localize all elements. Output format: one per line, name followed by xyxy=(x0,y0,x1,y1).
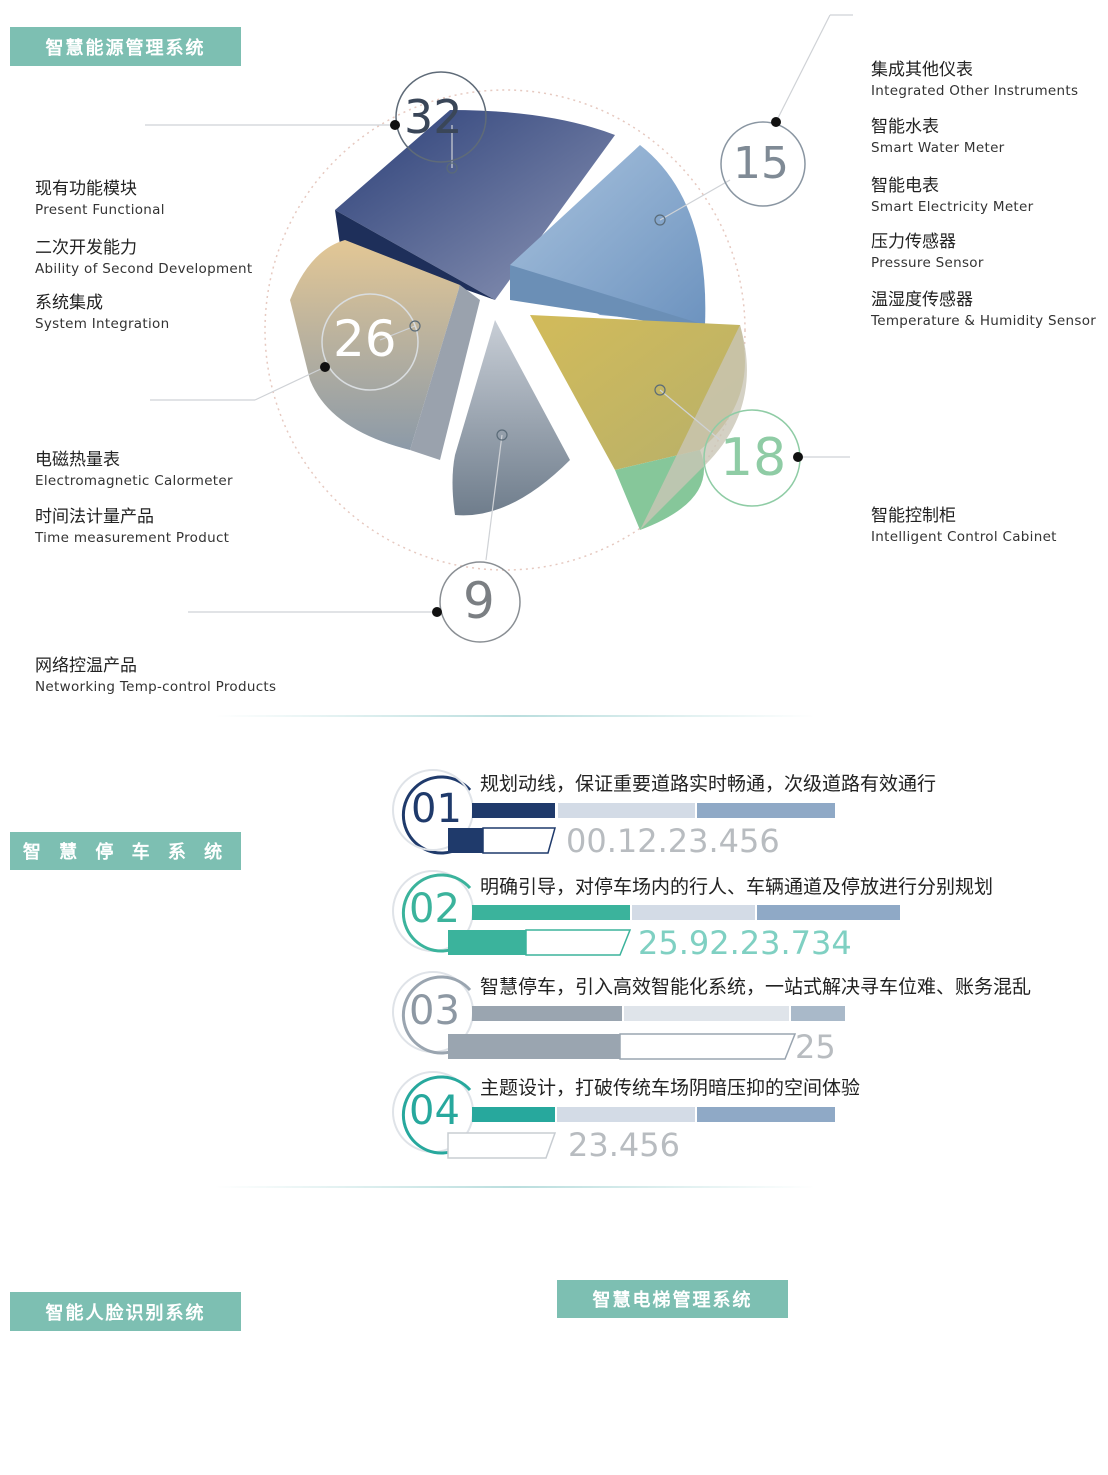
label-zh: 智能控制柜 xyxy=(871,506,956,526)
parking-row-value: 23.456 xyxy=(568,1126,680,1164)
parking-row-number: 02 xyxy=(409,886,460,932)
label-zh: 集成其他仪表 xyxy=(871,60,973,80)
section-tag-face: 智能人脸识别系统 xyxy=(10,1292,241,1331)
pie-number-18: 18 xyxy=(720,428,787,488)
label-pressure-sensor: 压力传感器 Pressure Sensor xyxy=(871,232,984,272)
label-zh: 系统集成 xyxy=(35,293,103,313)
parking-row-title: 明确引导，对停车场内的行人、车辆通道及停放进行分别规划 xyxy=(480,876,994,898)
section-tag-energy: 智慧能源管理系统 xyxy=(10,27,241,66)
label-time-measurement: 时间法计量产品 Time measurement Product xyxy=(35,507,229,547)
label-en: System Integration xyxy=(35,316,170,333)
section-tag-elevator: 智慧电梯管理系统 xyxy=(557,1280,788,1318)
section-tag-parking: 智 慧 停 车 系 统 xyxy=(10,832,241,870)
label-zh: 智能水表 xyxy=(871,117,939,137)
pie-number-15: 15 xyxy=(733,138,789,189)
label-en: Smart Electricity Meter xyxy=(871,199,1034,216)
label-en: Temperature & Humidity Sensor xyxy=(871,313,1097,330)
label-zh: 智能电表 xyxy=(871,176,939,196)
parking-row-value: 25 xyxy=(795,1028,836,1066)
parking-row-number: 04 xyxy=(409,1088,460,1134)
parking-row-title: 主题设计，打破传统车场阴暗压抑的空间体验 xyxy=(480,1077,861,1099)
label-zh: 电磁热量表 xyxy=(35,450,120,470)
energy-pie-graphic xyxy=(145,14,853,643)
label-en: Present Functional xyxy=(35,202,165,219)
parking-row-number: 01 xyxy=(411,786,462,832)
label-zh: 温湿度传感器 xyxy=(871,290,973,310)
pie-number-9: 9 xyxy=(463,572,495,630)
label-en: Integrated Other Instruments xyxy=(871,83,1079,100)
label-en: Intelligent Control Cabinet xyxy=(871,529,1057,546)
label-calormeter: 电磁热量表 Electromagnetic Calormeter xyxy=(35,450,233,490)
pie-slice-silver xyxy=(452,320,570,516)
label-water-meter: 智能水表 Smart Water Meter xyxy=(871,117,1005,157)
label-present-functional: 现有功能模块 Present Functional xyxy=(35,179,165,219)
pie-slice-tan xyxy=(290,240,460,450)
section-divider xyxy=(215,1186,815,1188)
label-en: Networking Temp-control Products xyxy=(35,679,277,696)
label-system-integration: 系统集成 System Integration xyxy=(35,293,169,333)
parking-row-title: 规划动线，保证重要道路实时畅通，次级道路有效通行 xyxy=(480,773,937,795)
label-zh: 网络控温产品 xyxy=(35,656,137,676)
label-en: Electromagnetic Calormeter xyxy=(35,473,233,490)
parking-graphic xyxy=(392,769,900,1159)
label-zh: 二次开发能力 xyxy=(35,238,137,258)
label-electricity-meter: 智能电表 Smart Electricity Meter xyxy=(871,176,1033,216)
section-divider xyxy=(215,715,815,717)
label-en: Pressure Sensor xyxy=(871,255,984,272)
label-en: Ability of Second Development xyxy=(35,261,253,278)
label-en: Smart Water Meter xyxy=(871,140,1005,157)
label-zh: 现有功能模块 xyxy=(35,179,137,199)
parking-row-value: 25.92.23.734 xyxy=(638,924,852,962)
pie-slice-blue xyxy=(510,145,706,325)
label-zh: 压力传感器 xyxy=(871,232,956,252)
label-second-development: 二次开发能力 Ability of Second Development xyxy=(35,238,253,278)
label-networking-temp: 网络控温产品 Networking Temp-control Products xyxy=(35,656,276,696)
pie-number-32: 32 xyxy=(404,90,463,144)
pie-slice-navy xyxy=(335,110,615,300)
parking-row-number: 03 xyxy=(409,988,460,1034)
parking-row-value: 00.12.23.456 xyxy=(566,822,780,860)
label-control-cabinet: 智能控制柜 Intelligent Control Cabinet xyxy=(871,506,1057,546)
label-other-instruments: 集成其他仪表 Integrated Other Instruments xyxy=(871,60,1078,100)
parking-row-title: 智慧停车，引入高效智能化系统，一站式解决寻车位难、账务混乱 xyxy=(480,976,1032,998)
label-en: Time measurement Product xyxy=(35,530,230,547)
pie-number-26: 26 xyxy=(333,310,397,368)
label-temp-humidity: 温湿度传感器 Temperature & Humidity Sensor xyxy=(871,290,1096,330)
label-zh: 时间法计量产品 xyxy=(35,507,154,527)
